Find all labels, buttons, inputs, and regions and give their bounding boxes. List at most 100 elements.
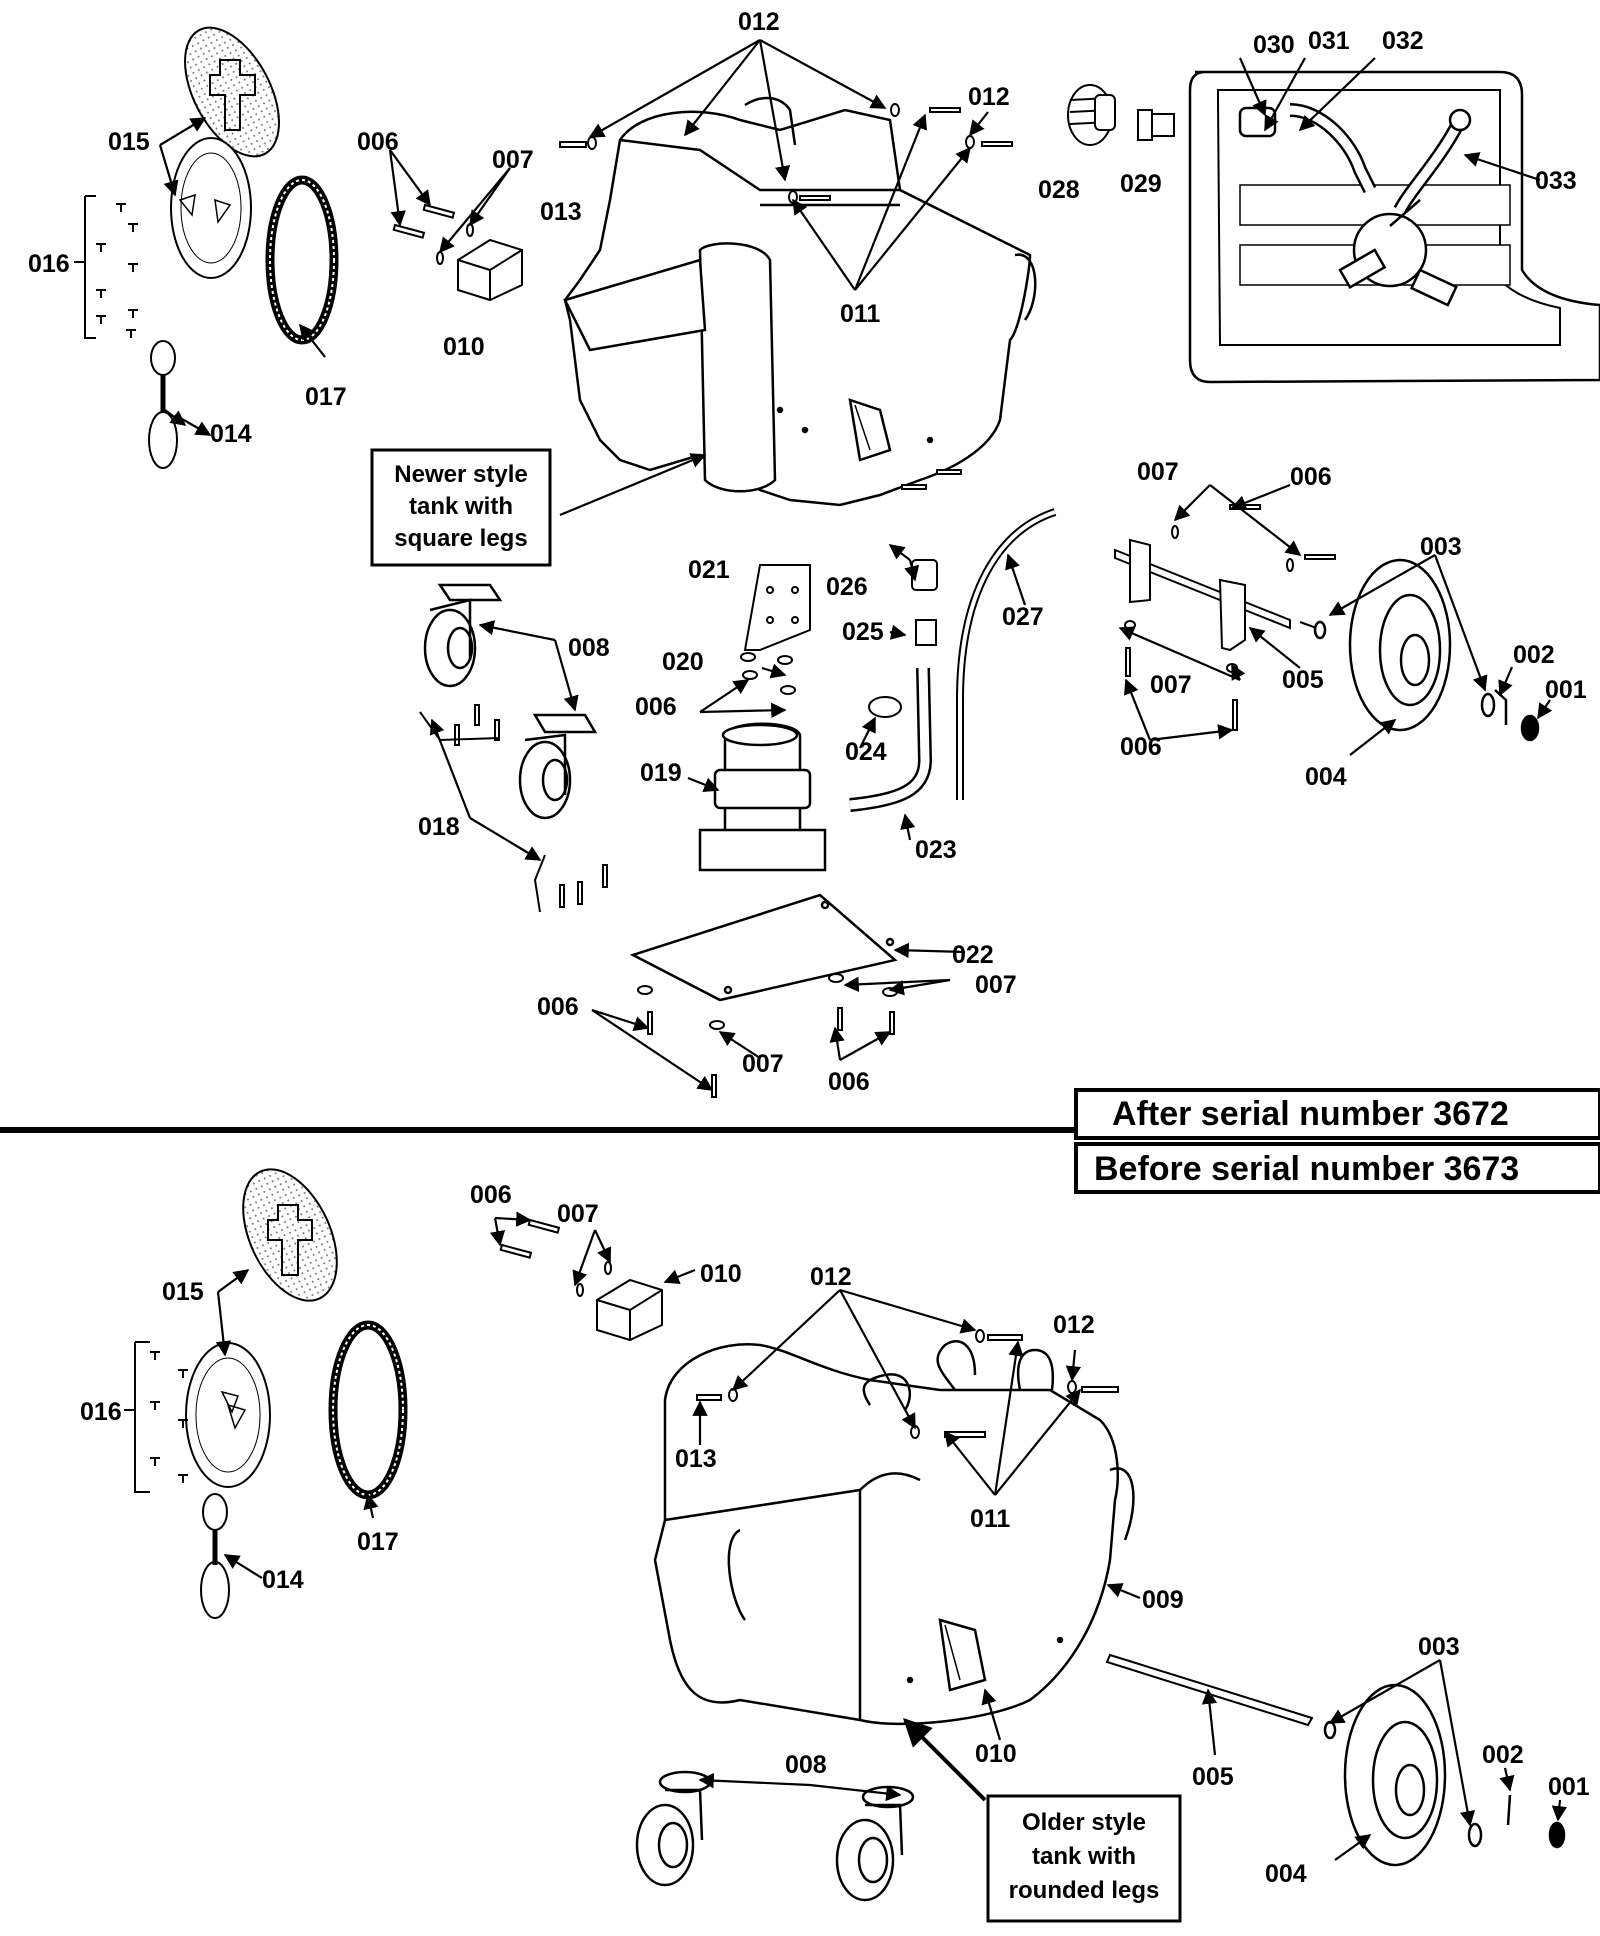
gasket-ring-bottom (328, 1320, 408, 1500)
older-style-line-3: rounded legs (1009, 1877, 1160, 1904)
label-027: 027 (1002, 603, 1044, 631)
label-010: 010 (975, 1740, 1017, 1768)
label-014: 014 (210, 420, 252, 448)
label-003: 003 (1418, 1633, 1460, 1661)
label-020: 020 (662, 648, 704, 676)
leaders-bottom (215, 1211, 1568, 1861)
older-style-callout: Older style tank with rounded legs (903, 1718, 1182, 1923)
label-008: 008 (568, 634, 610, 662)
label-012: 012 (968, 83, 1010, 111)
bracket-010-top (392, 203, 523, 302)
bolts-bottom-top (637, 652, 898, 1098)
label-013: 013 (540, 198, 582, 226)
label-008: 008 (785, 1751, 827, 1779)
casters-008-top (423, 583, 598, 820)
plumbing-inset (1188, 70, 1600, 384)
top-part-labels: 012 012 013 011 006 007 010 015 016 017 … (28, 8, 1587, 1096)
label-028: 028 (1038, 176, 1080, 204)
label-029: 029 (1120, 170, 1162, 198)
label-015: 015 (162, 1278, 204, 1306)
tank-older-style (653, 1340, 1135, 1726)
label-016: 016 (28, 250, 70, 278)
axle-frame-top (1114, 538, 1323, 652)
label-017: 017 (357, 1528, 399, 1556)
screws-016-top (74, 195, 138, 339)
section-divider: After serial number 3672 Before serial n… (0, 1088, 1600, 1194)
label-006: 006 (1290, 463, 1332, 491)
handle-014-top (148, 340, 178, 469)
handle-014-bottom (200, 1493, 230, 1619)
label-007: 007 (492, 146, 534, 174)
lid-disc-bottom (185, 1168, 338, 1488)
newer-style-line-1: Newer style (394, 461, 527, 488)
pins-washers-top (559, 103, 1013, 490)
label-031: 031 (1308, 27, 1350, 55)
after-serial-label: After serial number 3672 (1112, 1095, 1509, 1133)
label-022: 022 (952, 941, 994, 969)
label-015: 015 (108, 128, 150, 156)
label-025: 025 (842, 618, 884, 646)
wheel-004-bottom (1323, 1683, 1566, 1867)
label-024: 024 (845, 738, 887, 766)
bracket-021 (743, 564, 811, 651)
base-plate-022 (629, 893, 898, 1002)
leaders-top (158, 39, 1553, 1091)
newer-style-callout: Newer style tank with square legs (370, 448, 552, 567)
label-001: 001 (1548, 1773, 1590, 1801)
label-004: 004 (1265, 1860, 1307, 1888)
newer-style-line-3: square legs (394, 525, 527, 552)
older-style-line-1: Older style (1022, 1809, 1146, 1836)
label-011: 011 (970, 1505, 1010, 1533)
label-001: 001 (1545, 676, 1587, 704)
label-033: 033 (1535, 167, 1577, 195)
label-007: 007 (1150, 671, 1192, 699)
bracket-010-bottom (499, 1218, 663, 1342)
hose-023-027 (849, 508, 1057, 812)
label-006: 006 (828, 1068, 870, 1096)
newer-style-line-2: tank with (409, 493, 513, 520)
label-002: 002 (1513, 641, 1555, 669)
before-serial-label: Before serial number 3673 (1094, 1150, 1519, 1188)
label-021: 021 (688, 556, 730, 584)
label-007: 007 (975, 971, 1017, 999)
screws-016-bottom (124, 1341, 188, 1493)
label-012: 012 (810, 1263, 852, 1291)
label-032: 032 (1382, 27, 1424, 55)
axle-005-bottom (1105, 1653, 1314, 1727)
label-002: 002 (1482, 1741, 1524, 1769)
caster-plates-018 (419, 704, 608, 913)
label-014: 014 (262, 1566, 304, 1594)
label-005: 005 (1192, 1763, 1234, 1791)
strainer-028 (1067, 84, 1116, 146)
label-023: 023 (915, 836, 957, 864)
label-026: 026 (826, 573, 868, 601)
label-009: 009 (1142, 1586, 1184, 1614)
label-005: 005 (1282, 666, 1324, 694)
label-030: 030 (1253, 31, 1295, 59)
label-010: 010 (700, 1260, 742, 1288)
label-007: 007 (742, 1050, 784, 1078)
older-style-line-2: tank with (1032, 1843, 1136, 1870)
label-003: 003 (1420, 533, 1462, 561)
fitting-029 (1137, 109, 1175, 141)
label-011: 011 (840, 300, 880, 328)
label-017: 017 (305, 383, 347, 411)
label-018: 018 (418, 813, 460, 841)
pump-019 (698, 722, 827, 872)
label-006: 006 (357, 128, 399, 156)
label-007: 007 (1137, 458, 1179, 486)
label-006: 006 (470, 1181, 512, 1209)
label-012: 012 (1053, 1311, 1095, 1339)
fittings-025-026 (911, 559, 938, 646)
gasket-ring-top (265, 175, 339, 345)
label-006: 006 (1120, 733, 1162, 761)
label-006: 006 (537, 993, 579, 1021)
label-013: 013 (675, 1445, 717, 1473)
lid-disc-top (170, 26, 280, 279)
label-019: 019 (640, 759, 682, 787)
bottom-part-labels: 006 007 010 015 016 012 012 013 011 017 … (80, 1181, 1590, 1888)
tank-newer-style (563, 96, 1037, 507)
label-010: 010 (443, 333, 485, 361)
